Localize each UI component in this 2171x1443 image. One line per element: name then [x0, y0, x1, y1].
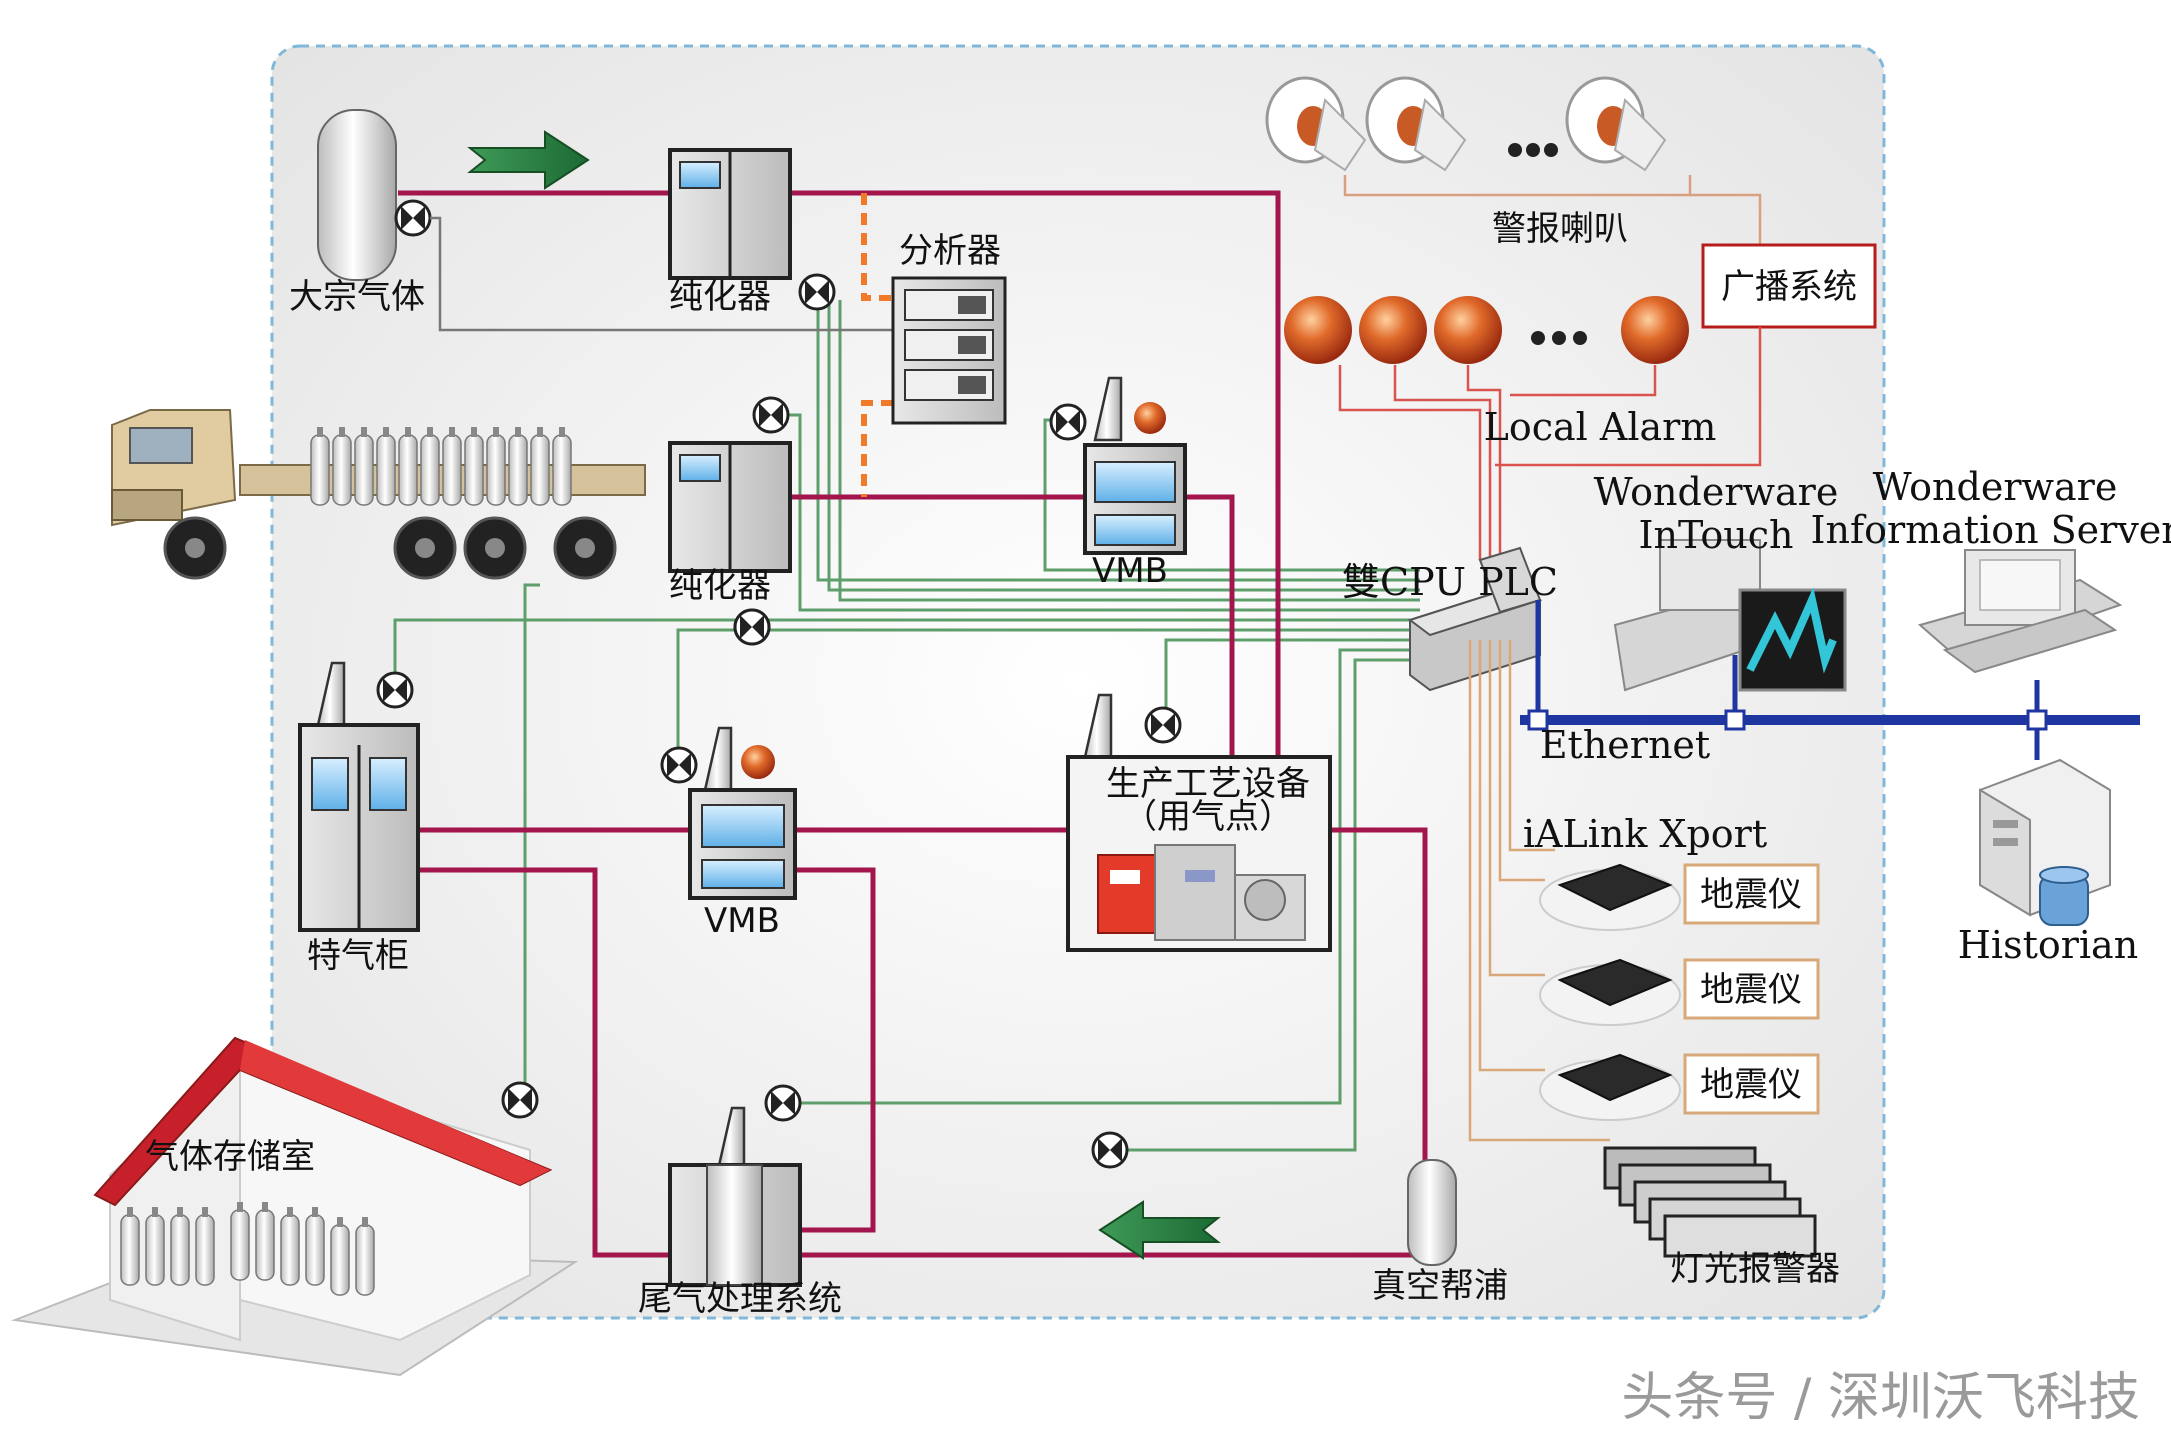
valve-icon: [733, 608, 771, 646]
seismometer-icon: [1557, 1053, 1673, 1102]
alarm-lamp-icon: [1284, 296, 1352, 364]
alarm-lamp-icon: [1359, 296, 1427, 364]
vmb-top: [1049, 376, 1187, 555]
alarm-lamp-icon: [1434, 296, 1502, 364]
alarm-lamp-icon: [741, 745, 775, 779]
siren-horn-icon: [1365, 76, 1467, 172]
analyzer-sample-lines: [861, 193, 893, 497]
gas-cylinder-icon: [1407, 1159, 1457, 1266]
valve-icon: [1049, 403, 1087, 441]
process-equipment-label-1: 生产工艺设备: [1106, 764, 1310, 804]
infoserver-label-2: Information Server: [1811, 508, 2171, 552]
local-alarm-lamps: [1284, 296, 1762, 560]
flow-arrow-icon: [1098, 1200, 1221, 1260]
alarm-lamp-icon: [1621, 296, 1689, 364]
valve-icon: [798, 273, 836, 311]
valve-icon: [660, 746, 698, 784]
broadcast-system-box: [1701, 243, 1877, 329]
warning-light-bank-icon: [1603, 1146, 1817, 1258]
purifier-1-label: 纯化器: [669, 277, 771, 317]
broadcast-system-label: 广播系统: [1721, 267, 1857, 307]
infoserver-label-1: Wonderware: [1873, 465, 2118, 509]
purifier-1: [668, 148, 836, 311]
watermark-text: 头条号 / 深圳沃飞科技: [1621, 1368, 2140, 1428]
flow-arrow-icon: [467, 130, 590, 190]
vacuum-pump: [1407, 1159, 1457, 1266]
intouch-label-1: Wonderware: [1594, 470, 1839, 514]
exhaust-system: [668, 1084, 802, 1287]
seismometer-2: 地震仪: [1539, 958, 1820, 1026]
process-equipment: [1066, 693, 1332, 952]
valve-icon: [501, 1081, 539, 1119]
vmb-bottom: [660, 608, 797, 900]
valve-icon: [752, 396, 790, 434]
valve-icon: [376, 671, 414, 709]
vmb-top-label: VMB: [1092, 551, 1168, 591]
special-gas-cabinet: [298, 661, 420, 932]
ethernet-bus: [1520, 600, 2140, 760]
workstation-icon: [1613, 539, 1847, 692]
historian-label: Historian: [1958, 923, 2138, 967]
special-gas-cabinet-label: 特气柜: [307, 936, 409, 976]
ethernet-label: Ethernet: [1540, 723, 1710, 767]
vacuum-pump-label: 真空帮浦: [1372, 1266, 1508, 1306]
light-alarm-label: 灯光报警器: [1670, 1249, 1840, 1289]
server-icon: [1979, 758, 2111, 926]
workstation-icon: [1917, 549, 2123, 674]
seismometer-3-label: 地震仪: [1700, 1065, 1802, 1105]
valve-icon: [764, 1084, 802, 1122]
seismometer-2-label: 地震仪: [1700, 970, 1802, 1010]
valve-icon: [394, 199, 432, 237]
alarm-horns-label: 警报喇叭: [1492, 209, 1628, 249]
storage-room-label: 气体存储室: [145, 1137, 315, 1177]
analyzer-label: 分析器: [899, 231, 1001, 271]
seismometer-icon: [1557, 863, 1673, 912]
seismometer-1-label: 地震仪: [1700, 875, 1802, 915]
truck-icon: [111, 409, 646, 580]
seismometer-icon: [1557, 958, 1673, 1007]
process-equipment-label-2: （用气点）: [1123, 797, 1293, 837]
gas-cylinder-icon: [317, 109, 397, 281]
local-alarm-label: Local Alarm: [1484, 405, 1717, 449]
plc-label: 雙CPU PLC: [1342, 560, 1558, 604]
bulk-gas-tank: [317, 109, 893, 332]
valve-icon: [1091, 1131, 1129, 1169]
exhaust-system-label: 尾气处理系统: [638, 1279, 842, 1319]
storage-house-icon: [11, 1036, 579, 1377]
alarm-lamp-icon: [1134, 402, 1166, 434]
serial-lines: [1468, 640, 1610, 1142]
bulk-gas-label: 大宗气体: [289, 277, 425, 317]
seismometer-3: 地震仪: [1539, 1053, 1820, 1121]
siren-horn-icon: [1565, 76, 1667, 172]
seismometer-1: 地震仪: [1539, 863, 1820, 931]
intouch-label-2: InTouch: [1639, 513, 1794, 557]
valve-icon: [1144, 706, 1182, 744]
analyzer: [891, 276, 1007, 425]
ialink-label: iALink Xport: [1523, 812, 1767, 856]
siren-horn-icon: [1265, 76, 1367, 172]
vmb-bottom-label: VMB: [704, 901, 780, 941]
process-machine-icon: [1097, 844, 1306, 941]
alarm-horns: [1265, 76, 1762, 245]
purifier-2-label: 纯化器: [669, 566, 771, 606]
purifier-2: [668, 396, 792, 646]
